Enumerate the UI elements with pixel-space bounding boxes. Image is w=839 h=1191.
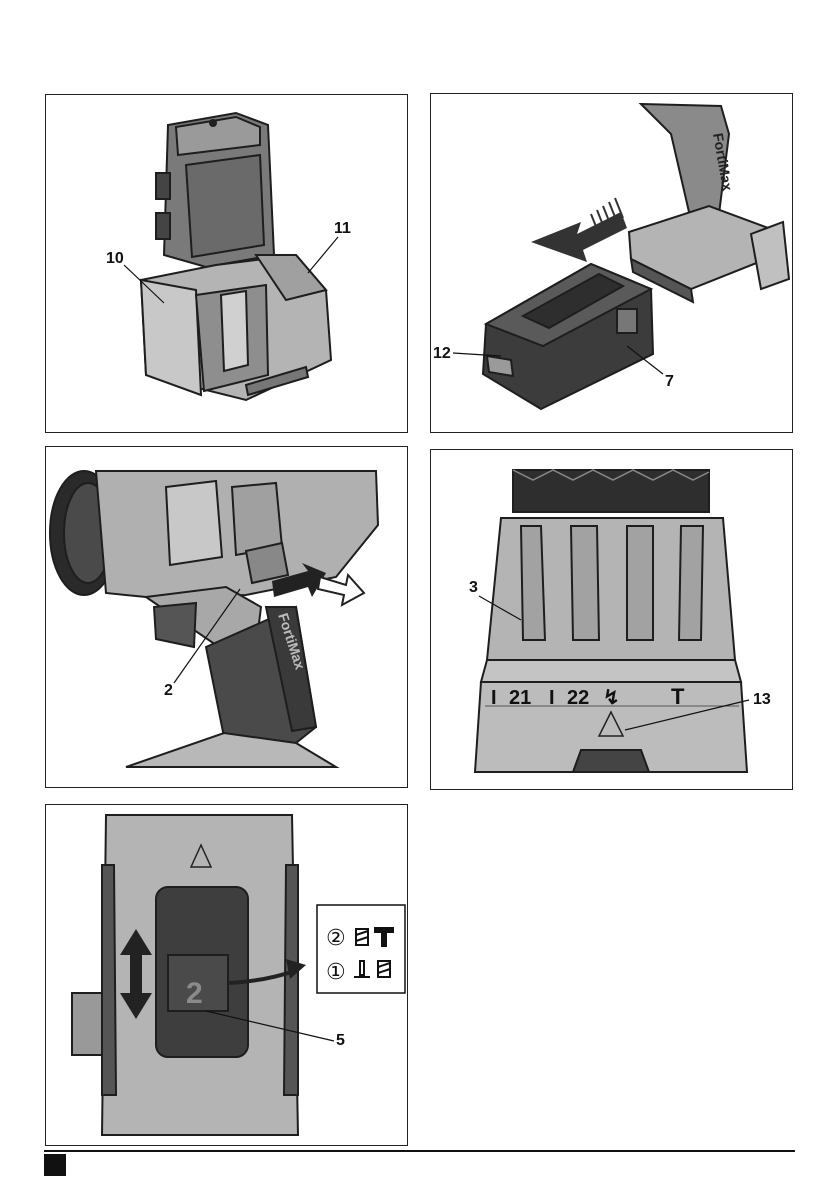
scale-mark-1: I <box>491 687 497 709</box>
callout-12: 12 <box>433 345 451 362</box>
scale-value-22: 22 <box>567 687 589 709</box>
figure-1-charger: 10 11 <box>45 94 408 433</box>
figure-4-torque-collar: I 21 I 22 ↯ T 3 13 <box>430 449 793 790</box>
scale-mark-2: I <box>549 687 555 709</box>
legend-number-2: ② <box>326 926 346 951</box>
legend-number-1: ① <box>326 960 346 985</box>
callout-13: 13 <box>753 691 771 708</box>
callout-5: 5 <box>336 1032 345 1049</box>
figure-5-speed-selector: 2 ② ① 5 <box>45 804 408 1146</box>
battery-pack-illustration <box>156 113 274 267</box>
callout-7: 7 <box>665 373 674 390</box>
page-marker <box>44 1154 66 1176</box>
footer-rule <box>44 1150 795 1152</box>
scale-drill-symbol: ↯ <box>603 687 620 709</box>
battery-pack-illustration <box>483 264 653 409</box>
speed-selector-value: 2 <box>186 977 203 1010</box>
callout-2: 2 <box>164 682 173 699</box>
callout-leader-11 <box>308 237 338 273</box>
chuck-top-illustration <box>513 470 709 512</box>
callout-3: 3 <box>469 579 478 596</box>
speed-selector-slide <box>156 887 248 1057</box>
removal-direction-arrow <box>531 198 627 262</box>
drill-body-illustration <box>96 471 378 597</box>
drill-handle-illustration: FortiMax <box>126 587 336 767</box>
drill-handle-illustration: FortiMax <box>629 104 789 302</box>
scale-mode-t: T <box>671 684 685 709</box>
scale-value-21: 21 <box>509 687 531 709</box>
callout-11: 11 <box>334 220 351 237</box>
figure-3-direction-switch: FortiMax 2 <box>45 446 408 788</box>
torque-collar-illustration <box>481 518 741 682</box>
charger-base-illustration <box>141 255 331 400</box>
figure-2-battery-removal: FortiMax 12 7 <box>430 93 793 433</box>
callout-10: 10 <box>106 250 124 267</box>
